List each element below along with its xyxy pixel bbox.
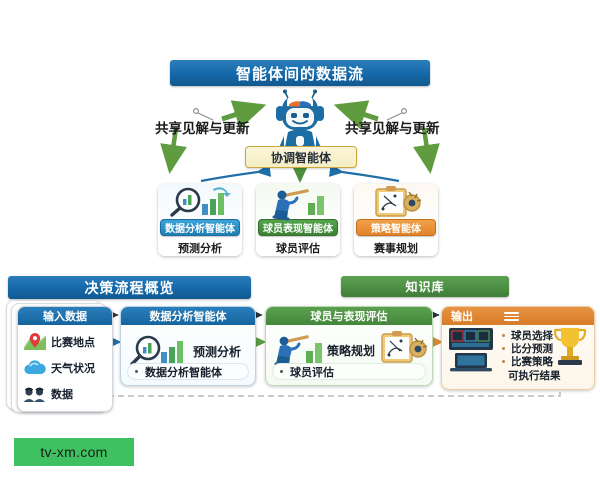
panel-input-body: 比赛地点 天气状况: [18, 325, 112, 407]
robot-ai-icon: [268, 88, 332, 160]
panel-player-main-text: 策略规划: [327, 344, 376, 358]
panel-output-list: 球员选择 比分预测 比赛策略: [502, 329, 553, 368]
input-item-data[interactable]: 数据: [22, 381, 112, 407]
bullet-dot-icon: [280, 370, 283, 373]
knowledge-base-title: 知识库: [341, 276, 509, 297]
magnifier-bar-chart-icon: [129, 333, 191, 367]
clipboard-tactics-icon: [354, 184, 438, 219]
panel-output[interactable]: 输出: [441, 306, 595, 390]
menu-hamburger-icon[interactable]: [504, 312, 519, 321]
agent-subtitle: 预测分析: [178, 243, 222, 255]
input-item-label: 天气状况: [51, 363, 95, 375]
share-label-left: 共享见解与更新: [155, 121, 250, 136]
input-item-venue[interactable]: 比赛地点: [22, 329, 112, 355]
output-item: 比分预测: [502, 342, 553, 355]
top-arrow-layer: [160, 100, 440, 184]
panel-player-header: 球员与表现评估: [266, 307, 432, 325]
clipboard-tactics-icon: [378, 329, 430, 367]
watermark-text: tv-xm.com: [40, 444, 108, 460]
panel-data-body: 预测分析 数据分析智能体: [121, 325, 255, 385]
agent-card-player-performance[interactable]: 球员表现智能体 球员评估: [256, 184, 340, 256]
bullet-dot-icon: [135, 370, 138, 373]
page-title: 智能体间的数据流: [170, 60, 430, 86]
bullet-dot-icon: [502, 360, 505, 363]
panel-player-bullet: 球员评估: [272, 363, 426, 380]
baseball-batter-chart-icon: [272, 331, 326, 368]
agent-badge-label: 策略智能体: [356, 219, 436, 236]
people-data-icon: [22, 385, 48, 403]
panel-player-performance[interactable]: 球员与表现评估 策略规划: [265, 306, 433, 386]
panel-output-header-bar: 输出: [442, 307, 594, 325]
output-item-label: 比赛策略: [511, 356, 553, 368]
cloud-weather-icon: [22, 358, 48, 378]
panel-data-header: 数据分析智能体: [121, 307, 255, 325]
scoreboard-icon: [448, 327, 494, 351]
bullet-dot-icon: [502, 334, 505, 337]
agent-subtitle: 球员评估: [276, 243, 320, 255]
output-item: 球员选择: [502, 329, 553, 342]
agent-badge-label: 数据分析智能体: [160, 219, 240, 236]
agent-subtitle: 赛事规划: [374, 243, 418, 255]
panel-player-body: 策略规划 球员评估: [266, 325, 432, 385]
input-item-label: 数据: [51, 389, 73, 401]
baseball-batter-chart-icon: [256, 184, 340, 221]
panel-data-main-text: 预测分析: [193, 345, 242, 359]
laptop-icon: [450, 351, 492, 373]
agent-card-data-analysis[interactable]: 数据分析智能体 预测分析: [158, 184, 242, 256]
magnifier-bar-chart-icon: [158, 184, 242, 219]
panel-data-analysis-agent[interactable]: 数据分析智能体 预测分析 数据分析智能体: [120, 306, 256, 386]
agent-badge-label: 球员表现智能体: [258, 219, 338, 236]
input-item-weather[interactable]: 天气状况: [22, 355, 112, 381]
input-item-label: 比赛地点: [51, 337, 95, 349]
panel-player-bullet-text: 球员评估: [290, 366, 334, 379]
output-item-label: 比分预测: [511, 343, 553, 355]
panel-data-bullet: 数据分析智能体: [127, 363, 249, 380]
flow-section-title: 决策流程概览: [8, 276, 251, 299]
output-item: 比赛策略: [502, 355, 553, 368]
panel-data-bullet-text: 数据分析智能体: [145, 366, 222, 379]
panel-input-header: 输入数据: [18, 307, 112, 325]
agent-card-strategy[interactable]: 策略智能体 赛事规划: [354, 184, 438, 256]
share-label-right: 共享见解与更新: [345, 121, 440, 136]
trophy-icon: [552, 325, 588, 369]
output-item-label: 球员选择: [511, 330, 553, 342]
output-final-text: 可执行结果: [508, 370, 561, 382]
bullet-dot-icon: [502, 347, 505, 350]
map-pin-icon: [22, 331, 48, 353]
coordinator-agent-box[interactable]: 协调智能体: [245, 146, 357, 168]
panel-input-data[interactable]: 输入数据 比赛地点: [17, 306, 113, 412]
panel-output-header: 输出: [451, 311, 473, 323]
watermark: tv-xm.com: [14, 438, 134, 466]
